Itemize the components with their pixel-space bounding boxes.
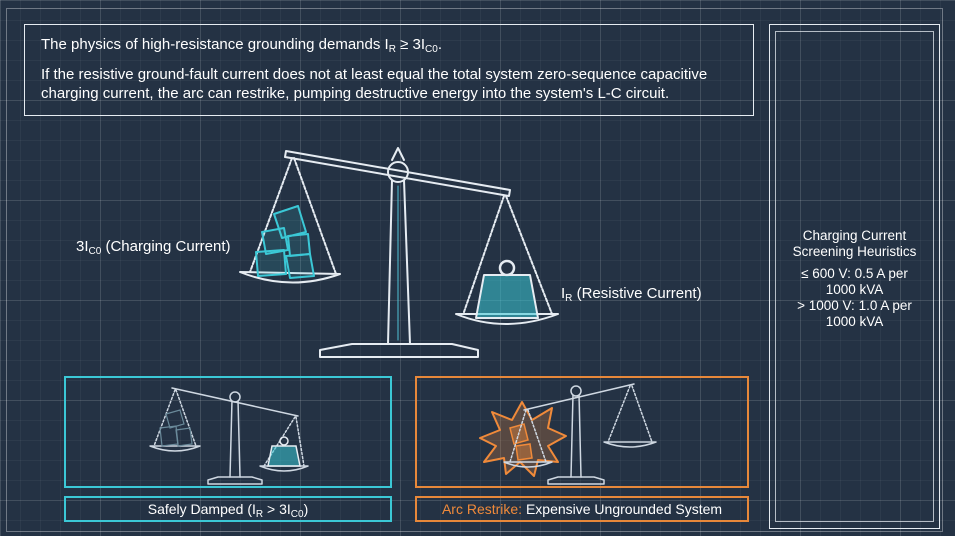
side-rule2-line1: > 1000 V: 1.0 A per [797,298,912,313]
charging-label-post: (Charging Current) [101,238,231,255]
spark-burst-icon [479,401,567,477]
side-rule2-line2: 1000 kVA [825,314,884,329]
side-title-line2: Screening Heuristics [792,244,917,259]
safely-damped-caption: Safely Damped (IR > 3IC0) [64,496,392,522]
safe-caption-sub-c0: C0 [290,509,304,520]
side-rule-high-voltage: > 1000 V: 1.0 A per 1000 kVA [776,298,933,330]
side-rule1-line2: 1000 kVA [825,282,884,297]
header-line1: The physics of high-resistance grounding… [41,35,737,55]
safe-caption-sub-r: R [255,509,264,520]
charging-label-sub: C0 [88,246,102,257]
header-line1-sub-c0: C0 [425,44,438,55]
side-rule-low-voltage: ≤ 600 V: 0.5 A per 1000 kVA [776,266,933,298]
weight-icon [475,259,539,319]
side-title-line1: Charging Current [802,228,907,243]
safely-damped-panel [64,376,392,488]
header-box: The physics of high-resistance grounding… [24,24,754,116]
resistive-current-label: IR (Resistive Current) [561,285,702,304]
ice-blocks-icon [255,205,315,279]
header-line1-end: . [437,36,442,53]
resistive-label-pre: I [561,285,566,302]
resistive-label-sub: R [565,293,573,304]
safe-caption-post: ) [303,501,309,517]
header-line1-text: The physics of high-resistance grounding… [41,36,389,53]
header-line2: If the resistive ground-fault current do… [41,66,708,102]
side-panel: Charging Current Screening Heuristics ≤ … [769,24,940,529]
charging-current-label: 3IC0 (Charging Current) [76,238,231,257]
header-line1-sub-r: R [388,44,396,55]
arc-restrike-panel [415,376,749,488]
resistive-label-post: (Resistive Current) [572,285,702,302]
safe-caption-pre: Safely Damped (I [147,501,256,517]
charging-label-pre: 3I [76,238,89,255]
safe-caption-mid: > 3I [263,501,291,517]
arc-caption-highlight: Arc Restrike: [441,501,523,517]
arc-caption-rest: Expensive Ungrounded System [522,501,723,517]
header-line1-mid: ≥ 3I [395,36,426,53]
side-panel-content: Charging Current Screening Heuristics ≤ … [776,228,933,330]
side-panel-title: Charging Current Screening Heuristics [776,228,933,260]
side-rule1-line1: ≤ 600 V: 0.5 A per [801,266,908,281]
side-panel-inner-frame: Charging Current Screening Heuristics ≤ … [775,31,934,522]
arc-restrike-caption: Arc Restrike: Expensive Ungrounded Syste… [415,496,749,522]
